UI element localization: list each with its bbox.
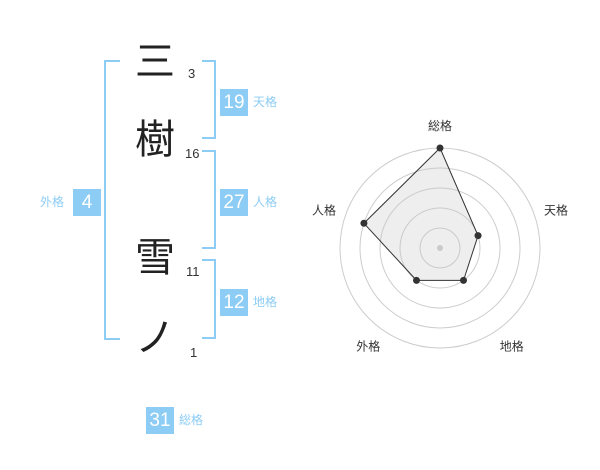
tenkaku-bracket <box>202 60 216 139</box>
radar-axis-label-5: 人格 <box>312 202 336 217</box>
name-char-3: 雪 <box>135 235 175 281</box>
chikaku-value-badge: 12 <box>220 289 248 316</box>
stroke-count-2: 16 <box>185 146 200 161</box>
radar-series-area <box>363 147 479 281</box>
radar-axis-label-4: 外格 <box>356 339 380 354</box>
radar-point-3 <box>460 276 468 284</box>
name-char-2: 樹 <box>135 117 175 163</box>
gaikaku-bracket <box>104 60 120 340</box>
radar-center-dot <box>437 245 443 251</box>
radar-grid-ring <box>399 207 481 289</box>
jinkaku-bracket <box>202 150 216 249</box>
radar-axis-label-3: 地格 <box>500 339 524 354</box>
stroke-count-1: 3 <box>188 66 196 81</box>
soukaku-label: 総格 <box>179 413 204 427</box>
tenkaku-value-badge: 19 <box>220 89 248 116</box>
chikaku-label: 地格 <box>253 295 278 309</box>
name-char-4: ノ <box>135 315 175 361</box>
stroke-count-3: 11 <box>186 264 200 279</box>
radar-point-2 <box>474 232 482 240</box>
jinkaku-label: 人格 <box>253 195 278 209</box>
radar-grid-ring <box>419 227 461 269</box>
name-char-1: 三 <box>135 39 175 85</box>
radar-axis-label-1: 総格 <box>428 118 452 133</box>
radar-grid-ring <box>359 167 521 329</box>
radar-axis-label-2: 天格 <box>544 202 568 217</box>
gaikaku-label: 外格 <box>40 195 65 209</box>
chikaku-bracket <box>202 259 216 339</box>
radar-point-1 <box>436 144 444 152</box>
radar-grid-ring <box>379 187 501 309</box>
soukaku-value-badge: 31 <box>146 407 174 434</box>
stroke-count-4: 1 <box>190 345 198 360</box>
radar-point-5 <box>360 219 368 227</box>
radar-point-4 <box>412 276 420 284</box>
gaikaku-value-badge: 4 <box>73 189 101 216</box>
jinkaku-value-badge: 27 <box>220 189 248 216</box>
tenkaku-label: 天格 <box>253 95 278 109</box>
